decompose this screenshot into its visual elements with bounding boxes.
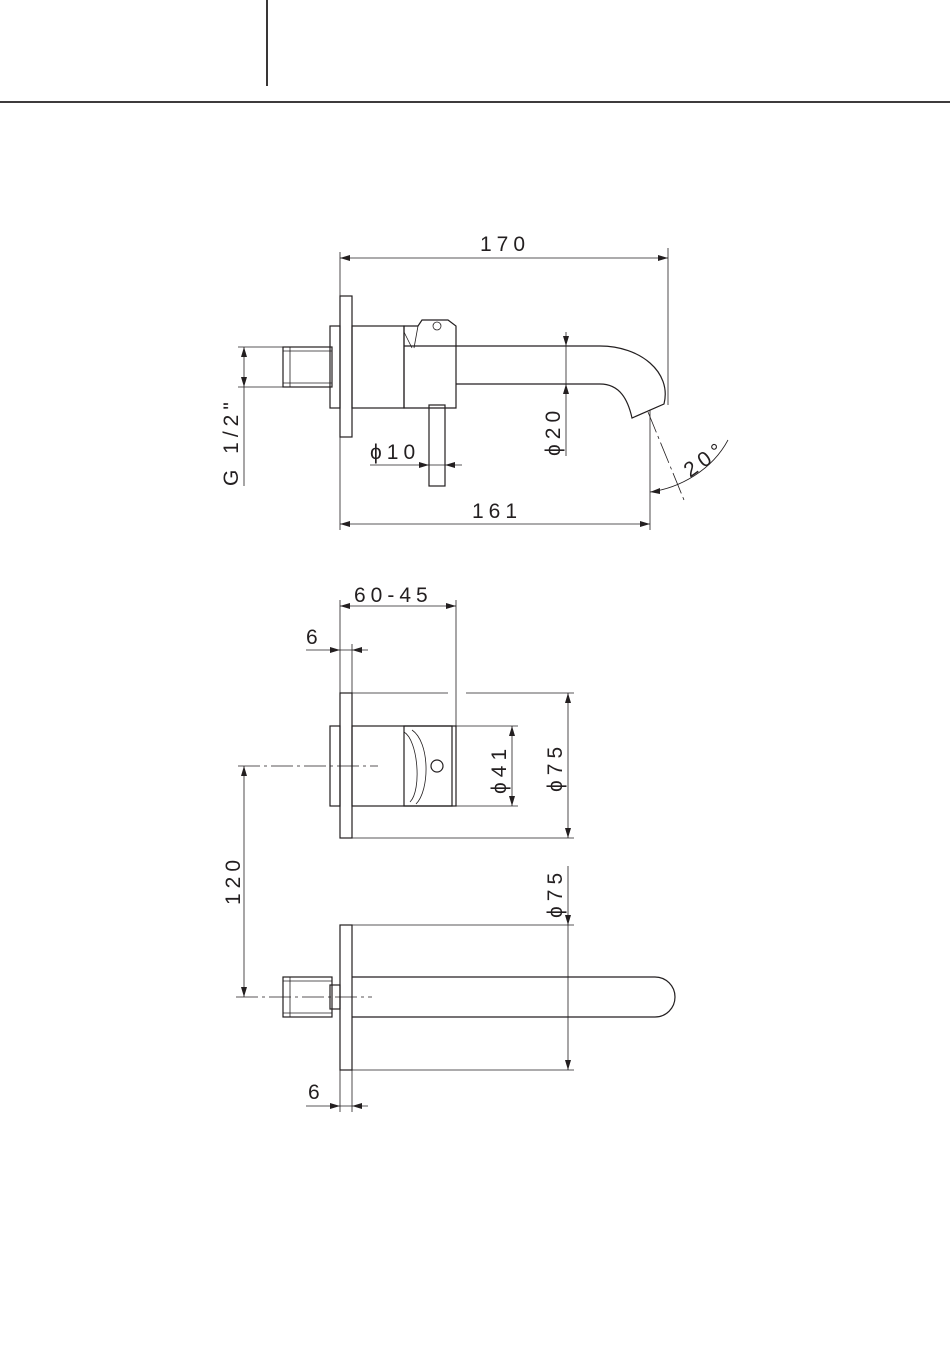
dim-wall-depth: 60-45 bbox=[354, 584, 433, 607]
front-view: 60-45 6 ϕ41 ϕ75 bbox=[238, 584, 574, 838]
spout-plan bbox=[352, 977, 675, 1017]
wall-plate-plan bbox=[340, 925, 352, 1070]
plan-view: ϕ75 120 6 bbox=[222, 766, 675, 1112]
dim-plate-diameter-front: ϕ75 bbox=[544, 742, 567, 792]
side-view: 170 161 G 1/2" ϕ10 ϕ20 20° bbox=[220, 233, 731, 530]
dim-overall-length: 170 bbox=[480, 233, 530, 256]
wall-plate-front bbox=[340, 693, 352, 838]
mixer-handle-front bbox=[404, 726, 452, 806]
handle-pin bbox=[431, 760, 443, 772]
dim-lever-diameter: ϕ10 bbox=[370, 441, 420, 464]
dim-thread: G 1/2" bbox=[220, 397, 243, 486]
spout-side bbox=[404, 346, 665, 418]
dim-center-distance: 120 bbox=[222, 855, 245, 905]
dim-spout-reach: 161 bbox=[472, 500, 522, 523]
dim-plate-thickness-top: 6 bbox=[306, 626, 323, 649]
mixer-handle-side bbox=[404, 320, 456, 408]
dim-body-diameter: ϕ41 bbox=[488, 744, 511, 794]
dim-spout-diameter: ϕ20 bbox=[542, 406, 565, 456]
wall-plate-side bbox=[340, 296, 352, 437]
lever bbox=[429, 405, 445, 486]
header-frame bbox=[0, 0, 950, 102]
dim-spout-angle: 20° bbox=[680, 436, 732, 482]
valve-body-side bbox=[352, 326, 404, 408]
dim-plate-thickness-bottom: 6 bbox=[308, 1081, 325, 1104]
dim-plate-diameter-plan: ϕ75 bbox=[544, 868, 567, 918]
